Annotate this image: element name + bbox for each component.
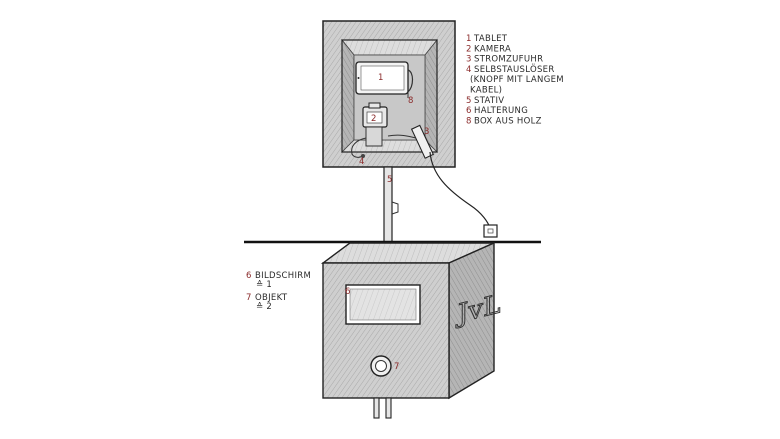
legend-top-number: 5 (466, 96, 471, 106)
legend-bottom: 6 BILDSCHIRM≙ 1 7 OBJEKT≙ 2 (246, 271, 311, 312)
self-release-cable: 4 (351, 137, 367, 167)
legend-bottom-number: 6 (246, 271, 251, 281)
legend-top-label: TABLET (473, 34, 508, 44)
legend-bottom-sub: ≙ 1 (256, 280, 272, 290)
legend-top-number: 2 (466, 44, 471, 54)
legend-top-label: SELBSTAUSLÖSER (474, 64, 555, 75)
legend-top-number: 6 (466, 106, 471, 116)
legend-top-label: STROMZUFUHR (474, 55, 543, 65)
legend-top-label: STATIV (474, 96, 504, 106)
legend-top-number: 8 (466, 116, 471, 126)
legend-top-label: (KNOPF MIT LANGEM (470, 75, 564, 85)
legend-top-number: 3 (466, 55, 471, 65)
wooden-box-bottom (320, 241, 495, 400)
legend-bottom-label: OBJEKT (255, 293, 288, 303)
tag-object: 7 (394, 362, 399, 372)
wooden-box-top (322, 20, 456, 168)
legend-top-number: 4 (466, 65, 471, 75)
tag-power: 3 (424, 127, 429, 137)
legend-top-label: KABEL) (470, 86, 502, 96)
legend-top-number: 1 (466, 34, 471, 44)
tripod: 5 (383, 166, 399, 244)
legend-bottom-label: BILDSCHIRM (255, 271, 311, 281)
legend-top-label: KAMERA (474, 44, 511, 54)
box-legs (373, 397, 392, 419)
tag-tripod: 5 (387, 175, 392, 185)
tag-mount: 8 (408, 96, 413, 106)
tag-camera: 2 (371, 114, 376, 124)
tablet: 1 (355, 61, 409, 95)
tag-screen: 6 (345, 287, 350, 297)
object-button: 7 (370, 355, 399, 377)
tag-tablet: 1 (378, 73, 383, 83)
camera: 2 (362, 102, 388, 147)
legend-bottom-sub: ≙ 2 (256, 302, 272, 312)
power-strip: 3 (387, 124, 491, 229)
legend-bottom-number: 7 (246, 293, 251, 303)
screen-window: 6 (345, 284, 421, 325)
legend-top-label: BOX AUS HOLZ (474, 116, 542, 126)
wall-outlet (483, 224, 498, 238)
legend-top-label: HALTERUNG (474, 106, 528, 116)
tag-release: 4 (359, 157, 364, 167)
tablet-mount: 8 (407, 69, 413, 106)
